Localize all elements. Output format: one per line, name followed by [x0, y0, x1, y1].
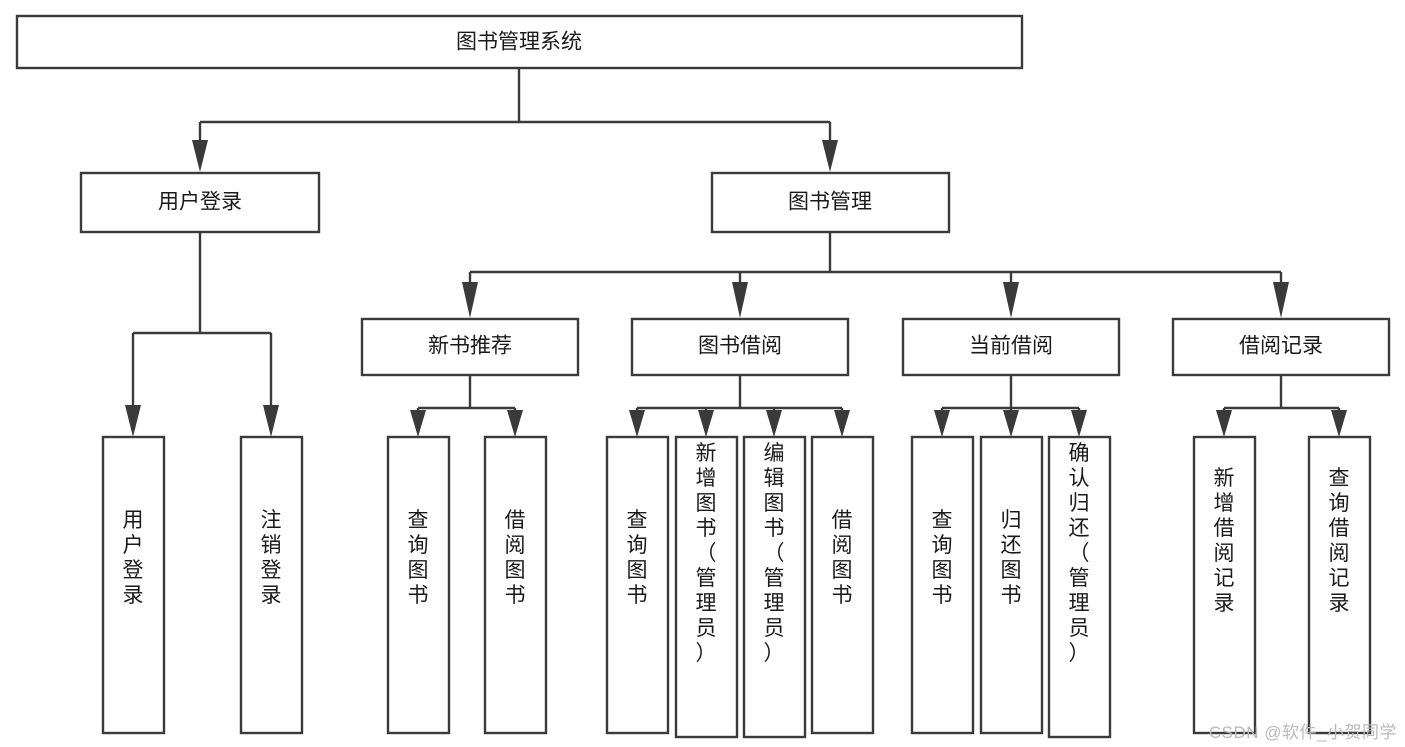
connector-group-book-manage — [462, 232, 1289, 318]
arrowhead-cb-leaf1 — [934, 410, 950, 437]
node-book-manage-box[interactable] — [710, 171, 951, 234]
arrowhead-br-leaf2 — [1331, 410, 1347, 437]
leaf-book-borrow-4[interactable]: 借阅图书 — [810, 435, 875, 735]
leaf-current-borrow-2-label: 归还图书 — [1001, 509, 1022, 607]
leaf-current-borrow-1-label: 查询图书 — [932, 509, 953, 607]
arrowhead-user-login — [192, 140, 208, 172]
leaf-new-book-1-box[interactable] — [386, 435, 451, 735]
leaf-user-login-1[interactable]: 用户登录 — [101, 435, 166, 735]
leaf-new-book-2-box[interactable] — [483, 435, 548, 735]
leaf-new-book-2-label: 借阅图书 — [505, 509, 526, 607]
node-borrow-records[interactable]: 借阅记录 — [1171, 317, 1391, 377]
connector-group-new-book — [410, 375, 523, 437]
leaf-borrow-record-2-box[interactable] — [1307, 435, 1372, 735]
node-current-borrow-box[interactable] — [901, 317, 1121, 377]
leaf-current-borrow-1-box[interactable] — [910, 435, 975, 735]
connector-group-user-login — [125, 232, 279, 437]
leaf-current-borrow-3[interactable]: 确认归还（管理员） — [1047, 435, 1112, 739]
arrowhead-bb-leaf1 — [629, 410, 645, 437]
leaf-new-book-1[interactable]: 查询图书 — [386, 435, 451, 735]
leaf-new-book-1-label: 查询图书 — [408, 509, 429, 607]
node-book-borrow-label: 图书借阅 — [698, 335, 782, 358]
leaf-book-borrow-2-label: 新增图书（管理员） — [696, 442, 717, 665]
leaf-book-borrow-1-label: 查询图书 — [627, 509, 648, 607]
node-new-book-recommend-box[interactable] — [360, 317, 580, 377]
arrowhead-new-book — [462, 282, 478, 318]
leaf-current-borrow-3-box[interactable] — [1047, 435, 1112, 739]
leaf-borrow-record-1-label: 新增借阅记录 — [1214, 467, 1235, 615]
leaf-borrow-record-2[interactable]: 查询借阅记录 — [1307, 435, 1372, 735]
leaf-user-login-1-label: 用户登录 — [123, 509, 144, 607]
node-new-book-recommend[interactable]: 新书推荐 — [360, 317, 580, 377]
leaf-current-borrow-1[interactable]: 查询图书 — [910, 435, 975, 735]
arrowhead-book-borrow — [732, 282, 748, 318]
arrowhead-ul-leaf1 — [125, 405, 141, 437]
node-user-login-label: 用户登录 — [158, 191, 242, 214]
arrowhead-ul-leaf2 — [263, 405, 279, 437]
leaf-book-borrow-1-box[interactable] — [605, 435, 670, 735]
leaf-user-login-2-box[interactable] — [239, 435, 304, 735]
node-root-label: 图书管理系统 — [456, 31, 582, 54]
node-current-borrow-label: 当前借阅 — [969, 335, 1053, 358]
node-book-manage-label: 图书管理 — [788, 191, 872, 214]
node-user-login-box[interactable] — [79, 171, 321, 234]
node-book-manage[interactable]: 图书管理 — [710, 171, 951, 234]
leaf-borrow-record-2-label: 查询借阅记录 — [1329, 467, 1350, 615]
leaf-current-borrow-3-label: 确认归还（管理员） — [1069, 442, 1090, 665]
csdn-watermark: CSDN @软件_小贺同学 — [1208, 723, 1397, 742]
arrowhead-cb-leaf3 — [1071, 410, 1087, 437]
leaf-book-borrow-3-box[interactable] — [742, 435, 807, 739]
node-user-login[interactable]: 用户登录 — [79, 171, 321, 234]
arrowhead-book-manage — [822, 140, 838, 172]
leaf-current-borrow-2-box[interactable] — [979, 435, 1044, 735]
leaf-book-borrow-3[interactable]: 编辑图书（管理员） — [742, 435, 807, 739]
arrowhead-nb-leaf1 — [410, 410, 426, 437]
leaf-user-login-1-box[interactable] — [101, 435, 166, 735]
connector-group-borrow-records — [1216, 375, 1347, 437]
leaf-borrow-record-1-box[interactable] — [1192, 435, 1257, 735]
node-current-borrow[interactable]: 当前借阅 — [901, 317, 1121, 377]
leaf-book-borrow-1[interactable]: 查询图书 — [605, 435, 670, 735]
leaf-current-borrow-2[interactable]: 归还图书 — [979, 435, 1044, 735]
leaf-user-login-2[interactable]: 注销登录 — [239, 435, 304, 735]
arrowhead-current-borrow — [1003, 282, 1019, 318]
connector-group-current-borrow — [934, 375, 1087, 437]
arrowhead-br-leaf1 — [1216, 410, 1232, 437]
arrowhead-cb-leaf2 — [1003, 410, 1019, 437]
leaf-book-borrow-3-label: 编辑图书（管理员） — [764, 442, 785, 665]
node-root-box[interactable] — [15, 14, 1024, 70]
arrowhead-bb-leaf3 — [766, 410, 782, 437]
leaf-book-borrow-2[interactable]: 新增图书（管理员） — [674, 435, 739, 739]
node-book-borrow-box[interactable] — [630, 317, 850, 377]
arrowhead-borrow-record — [1273, 282, 1289, 318]
node-new-book-recommend-label: 新书推荐 — [428, 335, 512, 358]
arrowhead-bb-leaf4 — [834, 410, 850, 437]
leaf-new-book-2[interactable]: 借阅图书 — [483, 435, 548, 735]
leaf-borrow-record-1[interactable]: 新增借阅记录 — [1192, 435, 1257, 735]
node-root[interactable]: 图书管理系统 — [15, 14, 1024, 70]
node-book-borrow[interactable]: 图书借阅 — [630, 317, 850, 377]
arrowhead-bb-leaf2 — [698, 410, 714, 437]
leaf-user-login-2-label: 注销登录 — [261, 509, 282, 607]
connector-group-book-borrow — [629, 375, 850, 437]
arrowhead-nb-leaf2 — [507, 410, 523, 437]
connector-group-root — [192, 68, 838, 172]
node-borrow-records-box[interactable] — [1171, 317, 1391, 377]
leaf-book-borrow-4-label: 借阅图书 — [832, 509, 853, 607]
leaf-book-borrow-2-box[interactable] — [674, 435, 739, 739]
node-borrow-records-label: 借阅记录 — [1239, 335, 1323, 358]
leaf-book-borrow-4-box[interactable] — [810, 435, 875, 735]
